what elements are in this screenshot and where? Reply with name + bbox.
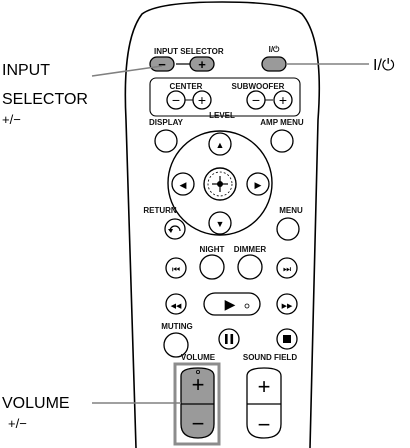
label-input-selector: INPUT SELECTOR [154, 47, 224, 56]
amp-menu-button[interactable] [270, 129, 294, 153]
label-power: I/⏻ [269, 45, 280, 54]
label-return: RETURN [143, 206, 177, 215]
dpad-down-button[interactable]: ▼ [208, 211, 232, 235]
fast-forward-icon: ▶▶ [282, 303, 293, 310]
play-button[interactable]: ▶ [203, 292, 261, 316]
previous-track-button[interactable]: ⏮ [165, 257, 187, 279]
callout-power: I/⏻ [373, 57, 395, 74]
label-muting: MUTING [161, 322, 193, 331]
svg-text:▲: ▲ [216, 140, 225, 150]
muting-button[interactable] [163, 332, 189, 358]
volume-minus-glyph: − [192, 411, 205, 436]
svg-text:+: + [198, 92, 206, 108]
svg-text:−: − [158, 57, 166, 72]
callout-input-selector-line1: INPUT [2, 62, 50, 79]
dpad-up-button[interactable]: ▲ [208, 132, 232, 156]
volume-plus-glyph: + [192, 372, 205, 397]
rewind-icon: ◀◀ [171, 303, 182, 310]
svg-text:−: − [172, 92, 180, 108]
label-level: LEVEL [209, 111, 235, 120]
power-button[interactable] [261, 56, 287, 72]
next-track-button[interactable]: ⏭ [276, 257, 298, 279]
level-group-frame [149, 77, 301, 117]
subwoofer-minus-button[interactable]: − [246, 90, 266, 110]
label-volume: VOLUME [181, 353, 216, 362]
stop-button[interactable] [276, 328, 298, 350]
menu-button[interactable] [276, 217, 300, 241]
label-sound-field: SOUND FIELD [243, 353, 297, 362]
svg-text:▶: ▶ [255, 180, 262, 190]
input-selector-plus-button[interactable]: + [189, 56, 215, 72]
callout-input-selector-line2: SELECTOR [2, 91, 88, 108]
display-button[interactable] [154, 129, 178, 153]
center-minus-button[interactable]: − [166, 90, 186, 110]
volume-highlight-frame [173, 362, 221, 446]
label-dimmer: DIMMER [234, 245, 267, 254]
center-plus-button[interactable]: + [192, 90, 212, 110]
stop-icon [283, 335, 291, 343]
play-icon: ▶ [225, 296, 236, 312]
sound-field-minus-glyph: − [258, 412, 271, 437]
svg-text:▼: ▼ [216, 219, 225, 229]
input-selector-minus-button[interactable]: − [149, 56, 175, 72]
input-selector-callout-line [91, 65, 163, 77]
callout-volume: VOLUME [2, 395, 70, 412]
fast-forward-button[interactable]: ▶▶ [276, 293, 298, 315]
svg-text:+: + [279, 92, 287, 108]
next-icon: ⏭ [283, 264, 291, 274]
sound-field-rocker[interactable]: + − [246, 367, 282, 439]
sound-field-plus-glyph: + [258, 374, 271, 399]
pause-button[interactable] [218, 328, 240, 350]
volume-rocker[interactable]: + − [180, 367, 215, 439]
label-display: DISPLAY [149, 118, 184, 127]
svg-text:+: + [198, 57, 206, 72]
label-center: CENTER [170, 82, 203, 91]
callout-volume-pm: +/− [8, 416, 27, 431]
rewind-button[interactable]: ◀◀ [165, 293, 187, 315]
label-amp-menu: AMP MENU [260, 118, 304, 127]
previous-icon: ⏮ [172, 264, 180, 274]
svg-text:−: − [252, 92, 260, 108]
label-menu: MENU [279, 206, 303, 215]
dpad-left-button[interactable]: ◀ [171, 172, 195, 196]
callout-input-selector-pm: +/− [2, 112, 21, 127]
label-subwoofer: SUBWOOFER [232, 82, 285, 91]
dimmer-button[interactable] [237, 254, 263, 280]
dpad-right-button[interactable]: ▶ [246, 172, 270, 196]
return-button[interactable] [164, 218, 186, 240]
label-night: NIGHT [200, 245, 225, 254]
night-button[interactable] [199, 254, 225, 280]
subwoofer-plus-button[interactable]: + [273, 90, 293, 110]
dpad-enter-button[interactable] [203, 167, 237, 201]
svg-text:◀: ◀ [180, 180, 187, 190]
